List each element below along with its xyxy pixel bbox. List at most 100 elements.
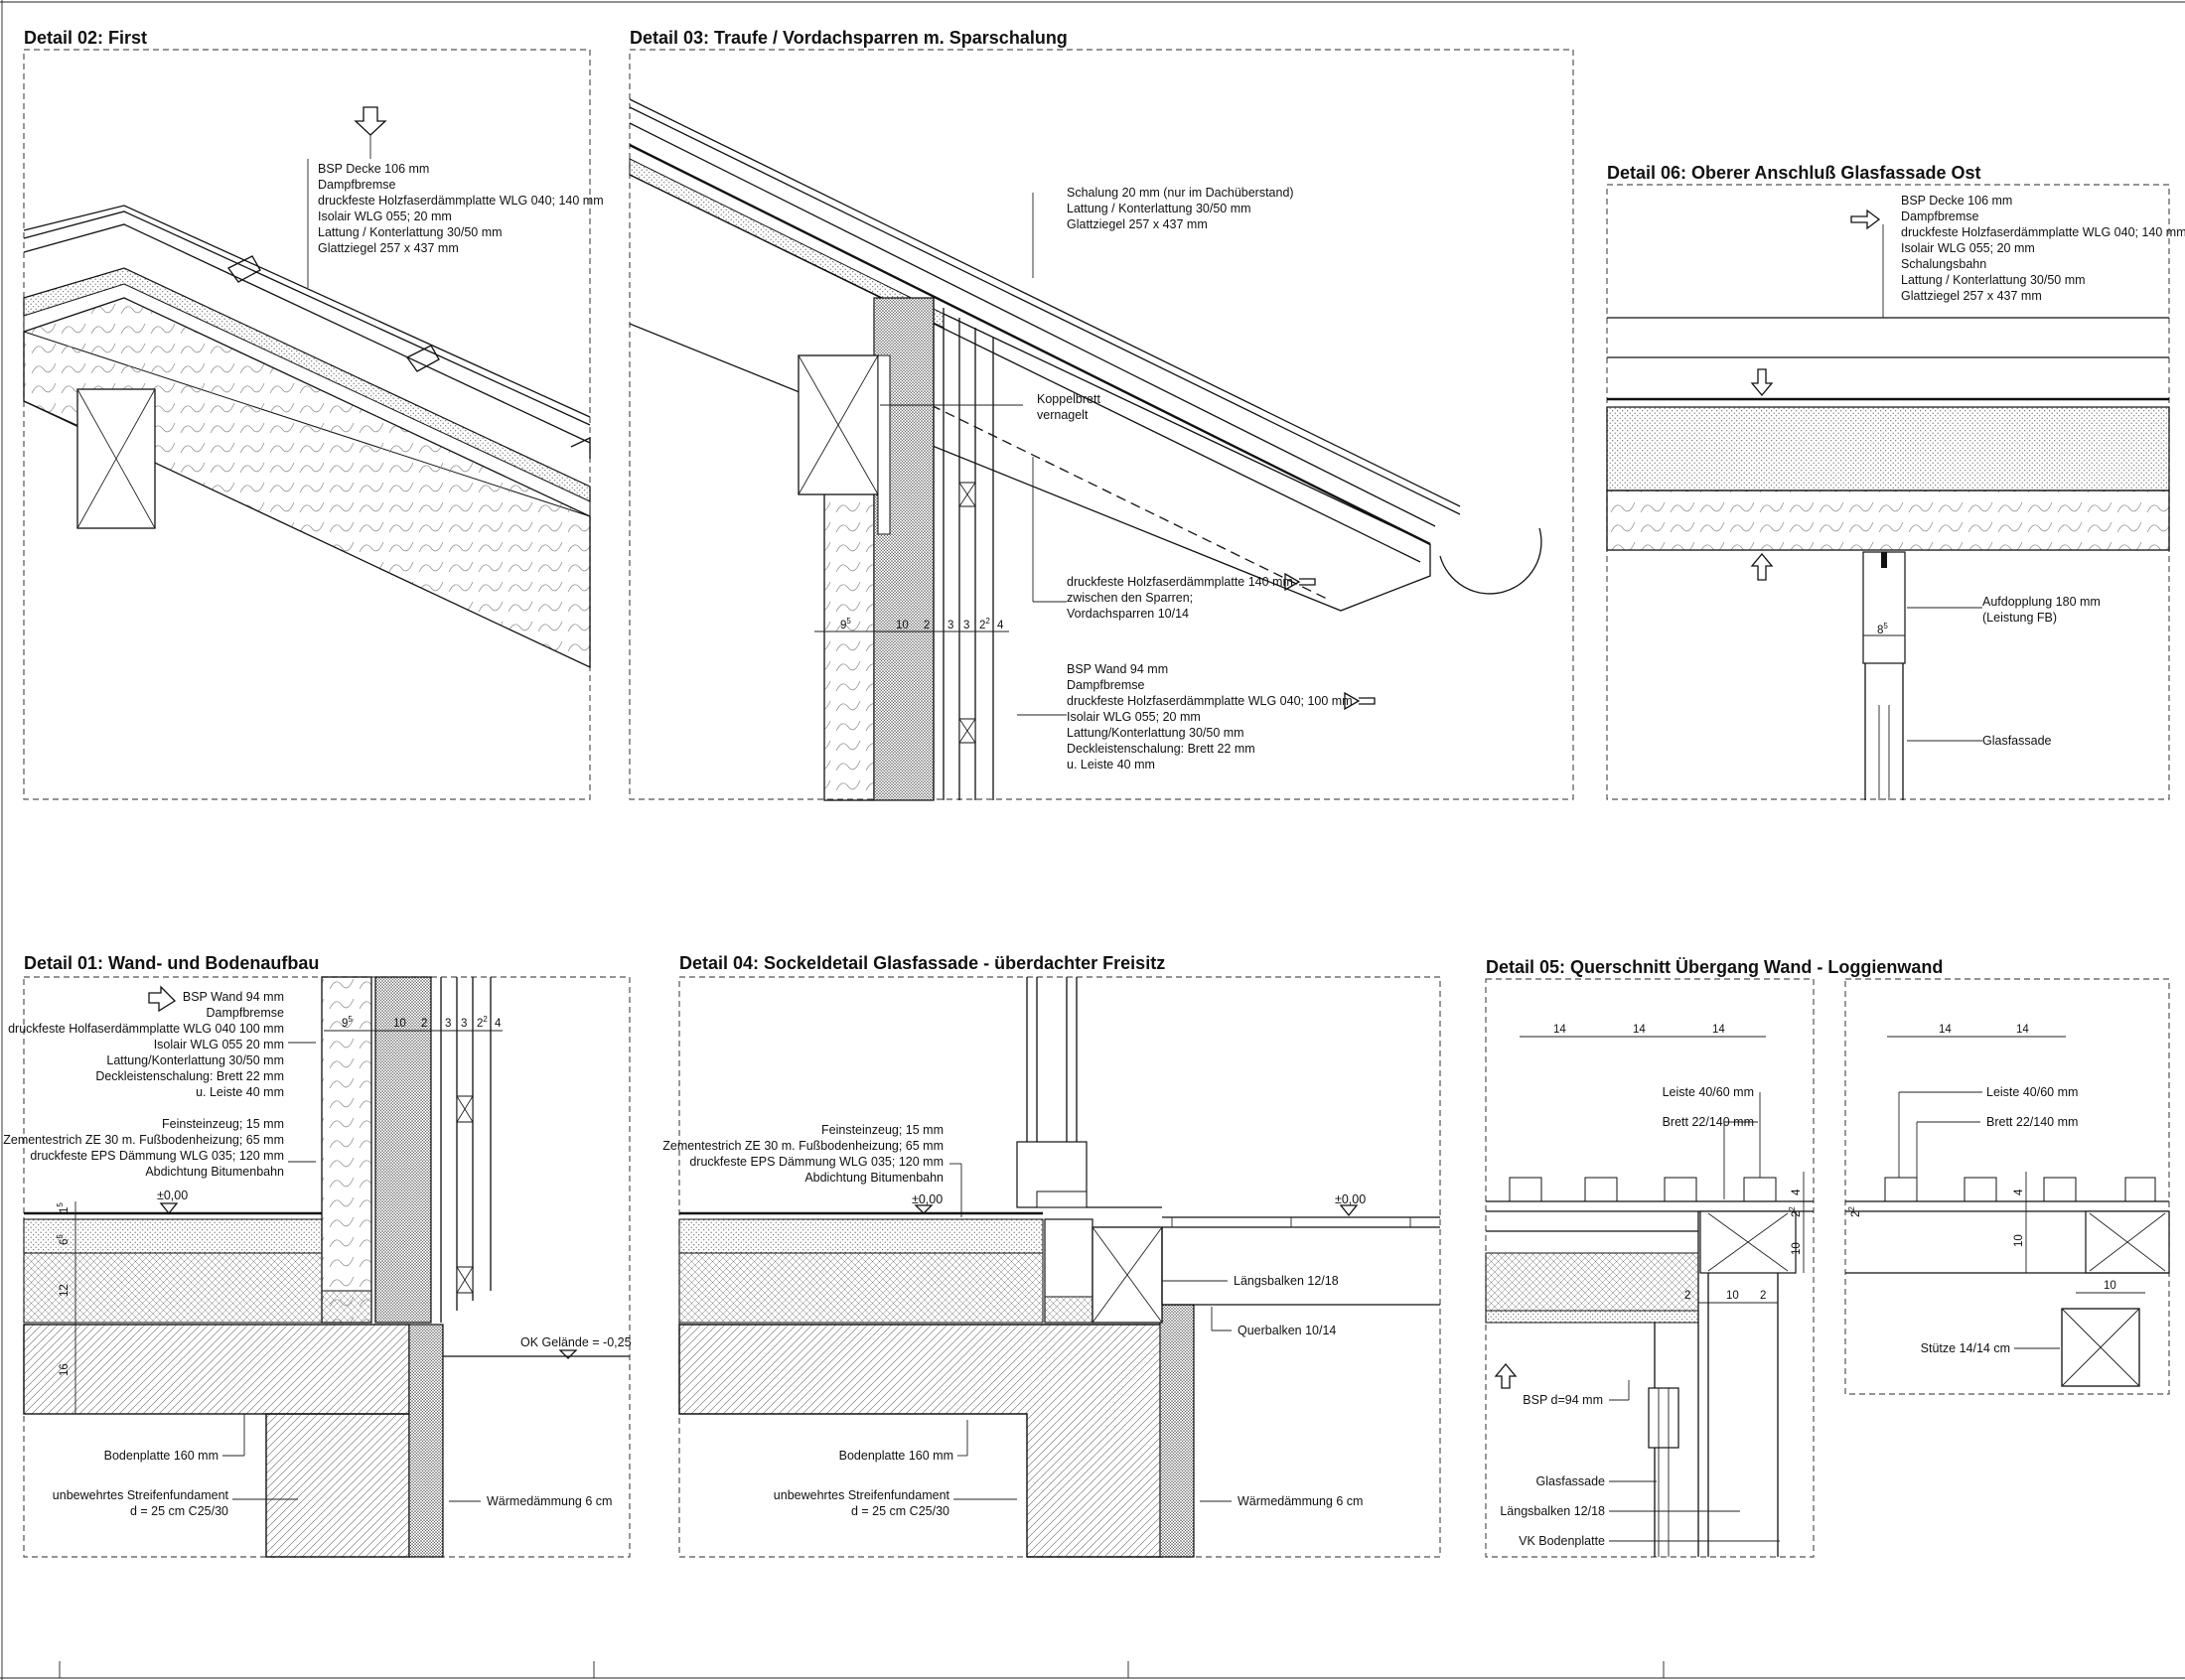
- detail-03-dim-5: 22: [979, 617, 990, 631]
- detail-03-traufe: Detail 03: Traufe / Vordachsparren m. Sp…: [629, 28, 1574, 801]
- detail-04-sockel: Detail 04: Sockeldetail Glasfassade - üb…: [662, 953, 1441, 1558]
- detail-06-note-auf-1: (Leistung FB): [1982, 611, 2057, 625]
- detail-06-note-3: Isolair WLG 055; 20 mm: [1901, 241, 2035, 255]
- detail-03-dim-1: 10: [896, 620, 909, 631]
- detail-02-note-5: Glattziegel 257 x 437 mm: [318, 241, 459, 255]
- detail-03-title: Detail 03: Traufe / Vordachsparren m. Sp…: [630, 28, 1068, 48]
- detail-03-note-top-0: Schalung 20 mm (nur im Dachüberstand): [1067, 186, 1294, 200]
- detail-03-note-koppel-0: Koppelbrett: [1037, 392, 1100, 406]
- detail-04-level1: ±0,00: [912, 1192, 943, 1206]
- detail-06-note-4: Schalungsbahn: [1901, 257, 1986, 271]
- detail-01-floor-2: druckfeste EPS Dämmung WLG 035; 120 mm: [30, 1149, 284, 1163]
- detail-05-dimb-0: 14: [1939, 1024, 1952, 1036]
- detail-01-dimh-4: 3: [461, 1018, 467, 1030]
- detail-04-floor-0: Feinsteinzeug; 15 mm: [821, 1123, 944, 1137]
- detail-04-level2: ±0,00: [1335, 1192, 1366, 1206]
- detail-03-note-top-1: Lattung / Konterlattung 30/50 mm: [1067, 202, 1251, 215]
- detail-02-note-3: Isolair WLG 055; 20 mm: [318, 210, 452, 223]
- detail-05-dima-0: 14: [1553, 1024, 1566, 1036]
- detail-04-floor-3: Abdichtung Bitumenbahn: [804, 1171, 944, 1185]
- detail-01-title: Detail 01: Wand- und Bodenaufbau: [24, 953, 319, 973]
- detail-05-leiste-b: Leiste 40/60 mm: [1986, 1085, 2078, 1099]
- detail-03-dim-6: 4: [997, 620, 1004, 631]
- detail-01-wall-2: druckfeste Holfaserdämmplatte WLG 040 10…: [8, 1022, 284, 1036]
- detail-03-note-mid-2: Vordachsparren 10/14: [1067, 607, 1189, 621]
- detail-01-dimv-2: 12: [59, 1284, 71, 1297]
- detail-01-wand-boden: Detail 01: Wand- und Bodenaufbau 15 65 1…: [3, 953, 632, 1558]
- detail-06-note-2: druckfeste Holzfaserdämmplatte WLG 040; …: [1901, 225, 2185, 239]
- detail-03-note-top-2: Glattziegel 257 x 437 mm: [1067, 217, 1208, 231]
- detail-02-first: Detail 02: First BSP Decke 106 mm Dampfb…: [23, 28, 604, 800]
- detail-05-dim-8: 10: [2013, 1234, 2025, 1247]
- detail-01-wall-3: Isolair WLG 055 20 mm: [154, 1038, 284, 1051]
- detail-05-dim-1: 4: [1791, 1189, 1803, 1195]
- detail-01-gelaende: OK Gelände = -0,25: [520, 1335, 632, 1349]
- detail-05-dim-0: 22: [1788, 1206, 1803, 1217]
- detail-05-brett-b: Brett 22/140 mm: [1986, 1115, 2078, 1129]
- detail-06-note-auf-0: Aufdopplung 180 mm: [1982, 595, 2101, 609]
- detail-01-streifen-0: unbewehrtes Streifenfundament: [53, 1488, 229, 1502]
- detail-01-dimv-0: 15: [56, 1202, 71, 1213]
- detail-03-dim-3: 3: [947, 620, 953, 631]
- detail-04-streifen-0: unbewehrtes Streifenfundament: [774, 1488, 950, 1502]
- detail-04-floor-2: druckfeste EPS Dämmung WLG 035; 120 mm: [689, 1155, 944, 1169]
- detail-05-dima-1: 14: [1633, 1024, 1646, 1036]
- detail-04-streifen-1: d = 25 cm C25/30: [851, 1504, 949, 1518]
- detail-05-dim-2: 2: [1684, 1290, 1690, 1302]
- detail-06-note-0: BSP Decke 106 mm: [1901, 194, 2012, 208]
- detail-01-dimh-2: 2: [421, 1018, 427, 1030]
- detail-01-bodenplatte: Bodenplatte 160 mm: [104, 1449, 218, 1463]
- detail-04-waerme: Wärmedämmung 6 cm: [1238, 1494, 1363, 1508]
- detail-01-dimv-1: 65: [56, 1234, 71, 1245]
- detail-01-floor-1: Zementestrich ZE 30 m. Fußbodenheizung; …: [3, 1133, 284, 1147]
- detail-03-note-mid-0: druckfeste Holzfaserdämmplatte 140 mm: [1067, 575, 1293, 589]
- detail-03-note-wall-2: druckfeste Holzfaserdämmplatte WLG 040; …: [1067, 694, 1353, 708]
- detail-03-note-wall-6: u. Leiste 40 mm: [1067, 758, 1155, 771]
- detail-05-dim-6: 22: [1847, 1206, 1862, 1217]
- detail-04-title: Detail 04: Sockeldetail Glasfassade - üb…: [679, 953, 1165, 973]
- detail-06-glasfassade-ost: Detail 06: Oberer Anschluß Glasfassade O…: [1606, 163, 2185, 800]
- detail-05-laengs: Längsbalken 12/18: [1500, 1504, 1605, 1518]
- detail-05-dim-4: 2: [1760, 1290, 1766, 1302]
- detail-05-vk: VK Bodenplatte: [1519, 1534, 1605, 1548]
- detail-04-laengs: Längsbalken 12/18: [1234, 1274, 1339, 1288]
- detail-01-dimh-0: 95: [342, 1015, 353, 1030]
- detail-06-note-5: Lattung / Konterlattung 30/50 mm: [1901, 273, 2086, 287]
- detail-05-stuetze: Stütze 14/14 cm: [1921, 1341, 2010, 1355]
- detail-04-quer: Querbalken 10/14: [1238, 1324, 1336, 1337]
- detail-03-note-wall-1: Dampfbremse: [1067, 678, 1145, 692]
- detail-01-waerme: Wärmedämmung 6 cm: [487, 1494, 612, 1508]
- detail-05-dim-3: 10: [1726, 1290, 1739, 1302]
- detail-01-dimh-5: 22: [477, 1015, 488, 1030]
- detail-01-streifen-1: d = 25 cm C25/30: [130, 1504, 228, 1518]
- detail-05-brett: Brett 22/140 mm: [1663, 1115, 1754, 1129]
- detail-01-wall-1: Dampfbremse: [207, 1006, 285, 1020]
- detail-06-title: Detail 06: Oberer Anschluß Glasfassade O…: [1607, 163, 1980, 183]
- detail-04-bodenplatte: Bodenplatte 160 mm: [839, 1449, 953, 1463]
- detail-05-dima-2: 14: [1712, 1024, 1725, 1036]
- detail-04-floor-1: Zementestrich ZE 30 m. Fußbodenheizung; …: [662, 1139, 944, 1153]
- detail-05-glas: Glasfassade: [1536, 1474, 1606, 1488]
- detail-05-dimb-1: 14: [2016, 1024, 2029, 1036]
- detail-06-note-glas: Glasfassade: [1982, 734, 2052, 748]
- detail-03-note-wall-5: Deckleistenschalung: Brett 22 mm: [1067, 742, 1255, 756]
- detail-03-note-wall-3: Isolair WLG 055; 20 mm: [1067, 710, 1201, 724]
- detail-05-dim-5: 10: [1791, 1242, 1803, 1255]
- detail-03-note-koppel-1: vernagelt: [1037, 408, 1089, 422]
- detail-06-note-1: Dampfbremse: [1901, 210, 1979, 223]
- detail-01-dimh-3: 3: [445, 1018, 451, 1030]
- detail-06-dim: 85: [1877, 622, 1888, 636]
- detail-01-level: ±0,00: [157, 1189, 188, 1202]
- detail-03-note-wall-0: BSP Wand 94 mm: [1067, 662, 1168, 676]
- detail-02-note-4: Lattung / Konterlattung 30/50 mm: [318, 225, 503, 239]
- detail-05-dim-7: 4: [2013, 1189, 2025, 1195]
- detail-01-wall-0: BSP Wand 94 mm: [183, 990, 284, 1004]
- detail-01-wall-4: Lattung/Konterlattung 30/50 mm: [106, 1053, 284, 1067]
- detail-01-dimh-6: 4: [495, 1018, 502, 1030]
- detail-02-note-2: druckfeste Holzfaserdämmplatte WLG 040; …: [318, 194, 604, 208]
- detail-03-dim-4: 3: [963, 620, 969, 631]
- detail-01-floor-0: Feinsteinzeug; 15 mm: [162, 1117, 284, 1131]
- detail-05-leiste: Leiste 40/60 mm: [1663, 1085, 1754, 1099]
- detail-01-dimh-1: 10: [393, 1018, 406, 1030]
- detail-03-dim-2: 2: [924, 620, 930, 631]
